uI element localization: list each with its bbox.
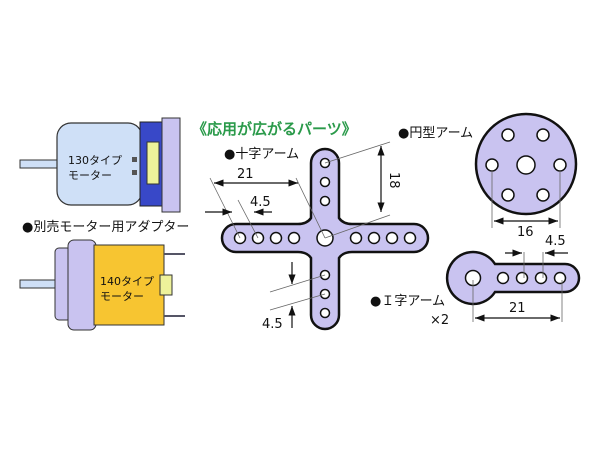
motor-140: 140タイプ モーター: [19, 239, 185, 331]
section-title: 《応用が広がるパーツ》: [192, 120, 357, 138]
i-arm-label: ●Ｉ字アーム: [370, 294, 445, 309]
round-arm: ●円型アーム 16: [398, 112, 578, 240]
round-arm-label: ●円型アーム: [398, 126, 473, 141]
i-arm: 4.5 21 ●Ｉ字アーム ×2: [370, 234, 581, 328]
i-arm-pitch-dim: 4.5: [545, 234, 566, 249]
cross-arm-label: ●十字アーム: [224, 147, 299, 162]
cross-arm-vertical-pitch-dim: 4.5: [262, 317, 283, 332]
motor-140-sublabel: モーター: [100, 290, 144, 303]
motor-140-label: 140タイプ: [100, 275, 154, 288]
motor-130-label: 130タイプ: [68, 154, 122, 167]
round-arm-span-dim: 16: [517, 225, 534, 240]
motor-130: 130タイプ モーター: [19, 117, 181, 213]
cross-arm-pitch-dim: 4.5: [250, 195, 271, 210]
adapter-label: ●別売モーター用アダプター: [22, 219, 189, 235]
motor-130-sublabel: モーター: [68, 169, 112, 182]
i-arm-count: ×2: [430, 313, 449, 328]
cross-arm-height-dim: 18: [386, 172, 401, 189]
cross-arm: ●十字アーム 21 4.5 18 4.5: [205, 141, 430, 332]
cross-arm-length-dim: 21: [237, 167, 254, 182]
i-arm-length-dim: 21: [509, 301, 526, 316]
